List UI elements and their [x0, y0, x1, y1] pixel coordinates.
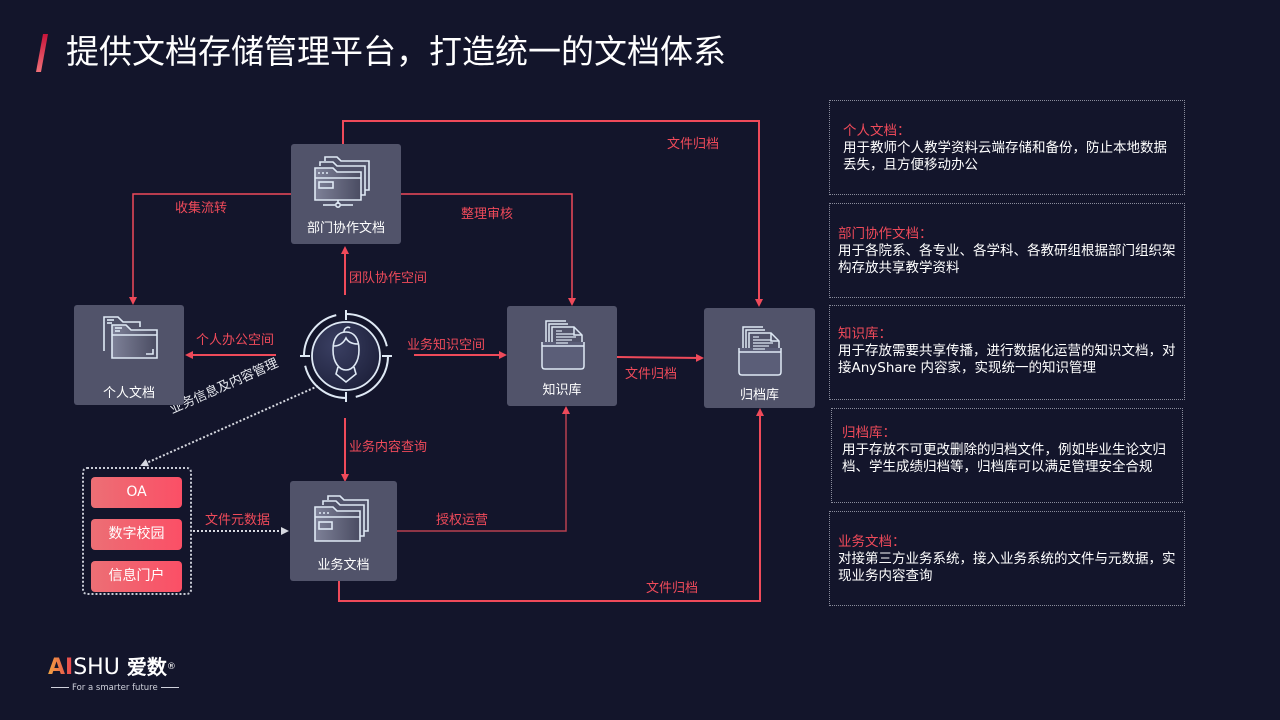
edge-dept-to-personal	[129, 193, 291, 305]
desc-heading: 归档库：	[842, 425, 896, 441]
edge-label-collect: 收集流转	[175, 201, 228, 216]
edge-business-to-knowledge	[397, 406, 570, 532]
edge-label-review: 整理审核	[461, 207, 514, 222]
desc-heading: 知识库：	[838, 326, 892, 342]
edge-knowledge-to-archive	[616, 353, 704, 362]
edge-label-team-space: 团队协作空间	[349, 271, 428, 286]
desc-dept-docs: 部门协作文档： 用于各院系、各专业、各学科、各教研组根据部门组织架构存放共享教学…	[829, 203, 1185, 298]
node-archive-label: 归档库	[739, 388, 779, 403]
desc-text: 用于教师个人教学资料云端存储和备份，防止本地数据丢失，且方便移动办公	[843, 140, 1167, 173]
logo-registered: ®	[166, 662, 176, 672]
user-target-icon[interactable]	[300, 310, 392, 402]
node-business-docs-label: 业务文档	[317, 558, 370, 573]
logo-shu: SHU	[73, 655, 120, 680]
logo-ai: AI	[48, 655, 74, 680]
desc-business-docs: 业务文档： 对接第三方业务系统，接入业务系统的文件与元数据，实现业务内容查询	[829, 511, 1185, 606]
desc-heading: 个人文档：	[843, 123, 911, 139]
desc-text: 用于各院系、各专业、各学科、各教研组根据部门组织架构存放共享教学资料	[838, 243, 1176, 276]
folder-window-icon	[314, 495, 369, 542]
system-oa[interactable]: OA	[91, 477, 182, 508]
title-accent-slash-icon	[36, 34, 48, 72]
logo-slogan-row: For a smarter future	[48, 683, 182, 693]
node-personal-docs[interactable]: 个人文档	[74, 305, 184, 405]
desc-text: 用于存放需要共享传播，进行数据化运营的知识文档，对接AnyShare 内容家，实…	[838, 343, 1176, 376]
edge-user-to-systems	[140, 385, 319, 467]
aishu-logo: AISHU 爱数® For a smarter future	[48, 655, 182, 693]
edge-label-knowledge-space: 业务知识空间	[407, 338, 486, 353]
node-dept-docs-label: 部门协作文档	[306, 221, 385, 236]
desc-archive: 归档库： 用于存放不可更改删除的归档文件，例如毕业生论文归档、学生成绩归档等，归…	[831, 408, 1183, 503]
desc-text: 用于存放不可更改删除的归档文件，例如毕业生论文归档、学生成绩归档等，归档库可以满…	[842, 442, 1166, 475]
document-tray-icon	[541, 320, 585, 370]
desc-heading: 业务文档：	[838, 534, 906, 550]
logo-cn: 爱数	[126, 655, 167, 679]
edge-label-file-meta: 文件元数据	[205, 513, 271, 528]
desc-knowledge-base: 知识库： 用于存放需要共享传播，进行数据化运营的知识文档，对接AnyShare …	[829, 305, 1185, 400]
desc-text: 对接第三方业务系统，接入业务系统的文件与元数据，实现业务内容查询	[838, 551, 1176, 584]
node-business-docs[interactable]: 业务文档	[290, 481, 397, 581]
edge-label-content-query: 业务内容查询	[349, 440, 428, 455]
edge-label-personal-space: 个人办公空间	[196, 333, 275, 348]
node-dept-docs[interactable]: 部门协作文档	[291, 144, 401, 244]
desc-heading: 部门协作文档：	[838, 226, 933, 242]
document-tray-icon	[738, 326, 782, 376]
edge-label-auth-ops: 授权运营	[436, 513, 489, 528]
third-party-systems-group: OA 数字校园 信息门户	[82, 467, 192, 595]
desc-personal-docs: 个人文档： 用于教师个人教学资料云端存储和备份，防止本地数据丢失，且方便移动办公	[829, 100, 1185, 195]
page-title: 提供文档存储管理平台，打造统一的文档体系	[66, 32, 726, 71]
node-knowledge-base[interactable]: 知识库	[507, 306, 617, 406]
node-knowledge-base-label: 知识库	[542, 383, 582, 398]
system-digital-campus[interactable]: 数字校园	[91, 519, 182, 550]
edge-dept-to-knowledge	[401, 193, 576, 306]
edge-label-archive-top: 文件归档	[667, 137, 720, 152]
edge-label-archive-bottom: 文件归档	[646, 581, 699, 596]
logo-slogan: For a smarter future	[72, 683, 158, 693]
edge-label-archive-mid: 文件归档	[625, 367, 678, 382]
node-personal-docs-label: 个人文档	[102, 386, 155, 401]
folders-icon	[103, 316, 158, 359]
network-folder-icon	[314, 156, 370, 208]
node-archive[interactable]: 归档库	[704, 308, 815, 408]
edge-dept-to-archive	[342, 120, 763, 307]
system-info-portal[interactable]: 信息门户	[91, 561, 182, 592]
edge-business-to-archive	[338, 408, 764, 602]
